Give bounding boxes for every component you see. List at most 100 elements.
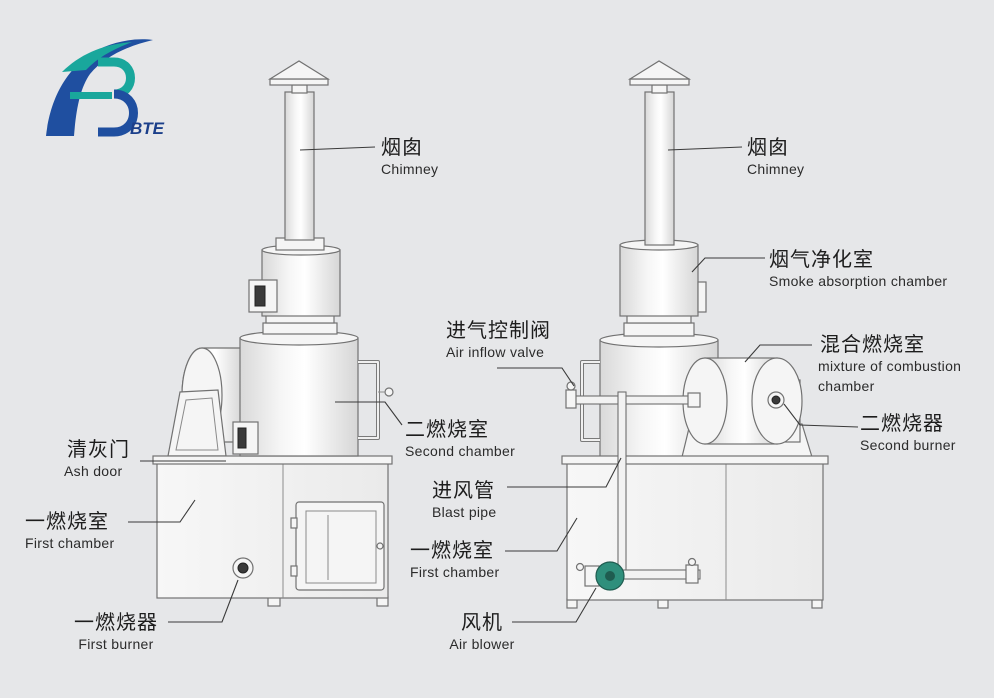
- label-right-first-chamber-en: First chamber: [410, 564, 500, 580]
- label-air-inflow-valve-en: Air inflow valve: [446, 344, 545, 360]
- label-left-second-chamber-en: Second chamber: [405, 443, 516, 459]
- right-smoke-absorption-chamber: [619, 244, 699, 317]
- label-blast-pipe-en: Blast pipe: [432, 504, 497, 520]
- label-smoke-absorption-en: Smoke absorption chamber: [769, 273, 948, 289]
- logo-teal-bar: [70, 92, 112, 99]
- label-air-inflow-valve: 进气控制阀 Air inflow valve: [446, 320, 551, 359]
- right-flange: [623, 322, 695, 337]
- left-drum-pedestal-face: [175, 397, 219, 451]
- leader-lines: [128, 146, 859, 623]
- leader-right-first-chamber: [505, 517, 578, 552]
- left-base-top-plate: [152, 455, 393, 465]
- label-ash-door: 清灰门 Ash door: [64, 439, 130, 478]
- leader-left-first-chamber: [128, 499, 196, 523]
- leader-left-second-chamber: [335, 401, 403, 426]
- label-left-second-chamber-zh: 二燃烧室: [405, 417, 489, 441]
- logo-b-lower-bowl: [98, 89, 138, 137]
- right-chimney-neck: [651, 84, 668, 94]
- logo-teal-swoosh: [62, 42, 132, 72]
- label-ash-door-zh: 清灰门: [67, 437, 130, 461]
- label-mixture-chamber-zh: 混合燃烧室: [820, 332, 925, 356]
- right-air-inflow-valve: [565, 381, 577, 409]
- label-mixture-chamber: 混合燃烧室 mixture of combustion chamber: [818, 334, 961, 393]
- left-door-latch: [376, 542, 384, 550]
- label-left-chimney: 烟囱 Chimney: [381, 137, 438, 176]
- right-air-blower: [575, 561, 625, 591]
- blower-side-valve: [575, 562, 585, 572]
- right-incinerator: [561, 60, 829, 609]
- label-left-chimney-en: Chimney: [381, 161, 439, 177]
- leader-air-blower: [512, 587, 597, 623]
- left-door-frame: [295, 501, 385, 591]
- label-left-first-chamber-en: First chamber: [25, 535, 115, 551]
- right-chimney-cap: [627, 60, 692, 80]
- label-right-first-chamber: 一燃烧室 First chamber: [410, 540, 499, 579]
- label-air-blower-en: Air blower: [449, 636, 515, 652]
- right-lower-valve: [685, 564, 699, 584]
- right-chimney-pipe: [644, 91, 675, 246]
- left-upper-hatch-inner: [254, 285, 266, 307]
- left-valve-knob: [384, 387, 394, 397]
- leader-blast-pipe: [507, 457, 622, 488]
- label-left-first-chamber: 一燃烧室 First chamber: [25, 511, 114, 550]
- right-chimney-cap-band: [629, 78, 690, 86]
- right-lower-valve-knob: [687, 557, 697, 567]
- right-base-top-plate: [561, 455, 829, 465]
- label-air-blower: 风机 Air blower: [440, 612, 524, 651]
- left-chimney-cap: [267, 60, 331, 80]
- label-smoke-absorption-chamber: 烟气净化室 Smoke absorption chamber: [769, 249, 947, 288]
- logo-b-upper-bowl: [98, 57, 135, 99]
- left-chimney-neck: [291, 84, 308, 94]
- right-smoke-chamber-bracket: [697, 281, 707, 313]
- label-first-burner-en: First burner: [78, 636, 154, 652]
- right-blast-pipe: [617, 391, 627, 578]
- label-smoke-absorption-zh: 烟气净化室: [769, 247, 874, 271]
- left-door: [290, 501, 385, 591]
- left-chimney-cap-band: [269, 78, 329, 86]
- leader-mixture-chamber: [744, 344, 812, 363]
- label-first-burner: 一燃烧器 First burner: [66, 612, 166, 651]
- leader-air-inflow-valve: [497, 367, 575, 387]
- label-right-first-chamber-zh: 一燃烧室: [410, 538, 494, 562]
- label-right-chimney-zh: 烟囱: [747, 135, 789, 159]
- left-chamber-handle: [358, 360, 380, 440]
- leader-second-burner: [783, 403, 859, 428]
- label-blast-pipe: 进风管 Blast pipe: [432, 480, 496, 519]
- left-handle-valve: [378, 387, 394, 397]
- label-mixture-chamber-en-line1: mixture of combustion: [818, 358, 962, 374]
- label-mixture-chamber-en-line2: chamber: [818, 378, 875, 394]
- right-pipe-end-fitting: [687, 392, 701, 408]
- label-air-blower-zh: 风机: [461, 610, 503, 634]
- left-door-hinge: [290, 517, 298, 529]
- label-left-second-chamber: 二燃烧室 Second chamber: [405, 419, 515, 458]
- label-left-first-chamber-zh: 一燃烧室: [25, 509, 109, 533]
- left-burner-core: [237, 562, 249, 574]
- leader-left-chimney: [299, 146, 376, 151]
- left-door-panel: [305, 510, 377, 584]
- label-ash-door-en: Ash door: [64, 463, 123, 479]
- label-left-chimney-zh: 烟囱: [381, 135, 423, 159]
- leader-smoke-absorption: [691, 257, 765, 273]
- right-second-burner: [767, 391, 785, 409]
- right-burner-core: [771, 395, 781, 405]
- left-small-hatch-inner: [237, 427, 247, 449]
- bte-logo: BTE: [46, 39, 165, 138]
- label-second-burner-en: Second burner: [860, 437, 956, 453]
- leader-first-burner: [168, 579, 239, 623]
- left-chamber-handle-highlight: [358, 361, 379, 439]
- left-first-burner: [232, 557, 254, 579]
- left-door-hinge: [290, 565, 298, 577]
- logo-text: BTE: [130, 119, 165, 138]
- label-first-burner-zh: 一燃烧器: [74, 610, 158, 634]
- label-air-inflow-valve-zh: 进气控制阀: [446, 318, 551, 342]
- left-incinerator: [152, 60, 394, 607]
- label-right-chimney: 烟囱 Chimney: [747, 137, 804, 176]
- logo-blue-swoosh: [46, 39, 153, 136]
- left-flange: [262, 322, 338, 335]
- label-second-burner-zh: 二燃烧器: [860, 411, 944, 435]
- leader-right-chimney: [667, 146, 743, 151]
- right-air-inflow-pipe: [567, 395, 699, 405]
- right-valve-body: [565, 389, 577, 409]
